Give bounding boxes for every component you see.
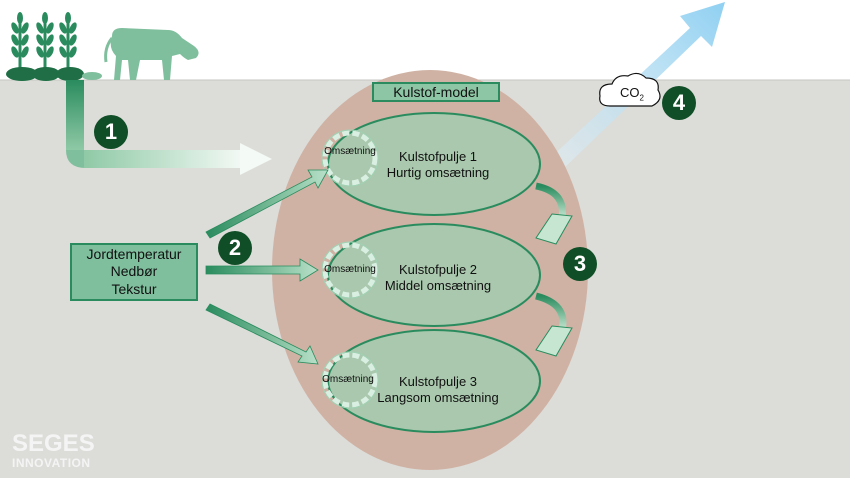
pool-2-label: Kulstofpulje 2 Middel omsætning — [358, 262, 518, 295]
factor-temperature: Jordtemperatur — [86, 246, 182, 263]
co2-label: CO2 — [611, 85, 653, 103]
pool-3-label: Kulstofpulje 3 Langsom omsætning — [358, 374, 518, 407]
pool-2-cycle-label: Omsætning — [324, 264, 376, 275]
logo-line-2: INNOVATION — [12, 456, 91, 470]
recycle-cycle-icon — [322, 130, 378, 408]
recycle-cycle-icon — [321, 129, 379, 409]
factor-arrow — [205, 169, 329, 365]
seges-logo: SEGES INNOVATION — [12, 430, 95, 471]
pool-ellipse-3 — [327, 329, 541, 433]
factor-texture: Tekstur — [111, 280, 157, 297]
cloud-icon — [599, 72, 661, 107]
pool-1-name: Kulstofpulje 1 — [398, 149, 478, 164]
pool-transfer-arrow — [535, 182, 573, 245]
step-4-badge: 4 — [662, 86, 696, 120]
pool-1-cycle-label: Omsætning — [324, 146, 376, 157]
plant-icon — [6, 12, 102, 81]
input-arrow — [66, 80, 272, 175]
cow-icon — [104, 28, 199, 80]
factor-box: Jordtemperatur Nedbør Tekstur — [70, 243, 198, 301]
pool-1-rate: Hurtig omsætning — [386, 165, 490, 181]
pool-2-rate: Middel omsætning — [384, 278, 492, 294]
pool-1-label: Kulstofpulje 1 Hurtig omsætning — [358, 149, 518, 182]
pool-3-rate: Langsom omsætning — [377, 390, 499, 406]
pool-3-cycle-label: Omsætning — [322, 374, 374, 385]
model-title: Kulstof-model — [372, 82, 500, 102]
factor-precipitation: Nedbør — [110, 263, 158, 280]
step-1-badge: 1 — [94, 115, 128, 149]
co2-base: CO — [620, 85, 640, 100]
co2-subscript: 2 — [639, 93, 644, 103]
step-3-badge: 3 — [563, 247, 597, 281]
pool-3-name: Kulstofpulje 3 — [398, 374, 478, 389]
logo-line-1: SEGES — [12, 430, 95, 457]
pool-2-name: Kulstofpulje 2 — [398, 262, 478, 277]
pool-transfer-arrow — [535, 292, 573, 357]
step-2-badge: 2 — [218, 231, 252, 265]
